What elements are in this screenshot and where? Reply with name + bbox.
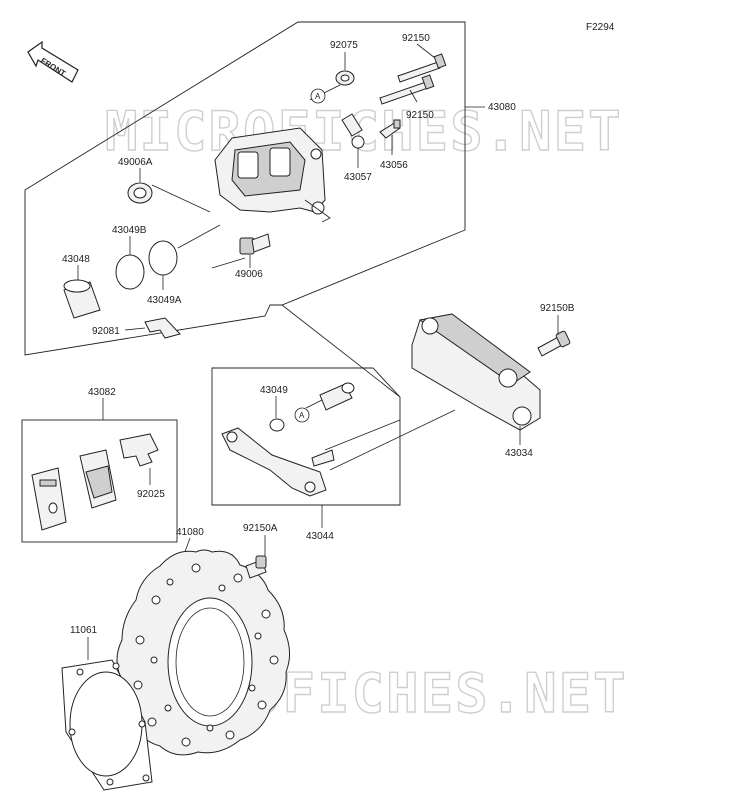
front-arrow-icon: FRONT [27,40,79,83]
seal-43049B [115,254,145,290]
label-49006A: 49006A [118,157,153,168]
diagram-id: F2294 [586,22,615,33]
label-92150A: 92150A [243,523,278,534]
bleeder-43056 [379,119,401,139]
brake-disc-41080 [116,549,290,756]
piston-43048 [63,279,101,319]
boot-92075 [335,70,355,86]
label-43049A: 43049A [147,295,182,306]
caliper-body [214,127,331,223]
callout-a-top: A [310,88,326,104]
label-43080: 43080 [488,102,516,113]
bracket-assembly-box [211,367,401,506]
slide-pin [319,382,355,411]
watermark-top: MICROFICHES.NET [105,100,623,163]
brake-pad-right [79,449,117,509]
svg-text:A: A [299,411,305,420]
gasket-11061 [61,659,153,791]
bracket-43057 [341,113,365,149]
label-92025: 92025 [137,489,165,500]
svg-text:A: A [315,92,321,101]
label-49006: 49006 [235,269,263,280]
label-11061: 11061 [70,625,98,636]
label-92150-mid: 92150 [406,110,434,121]
label-43034: 43034 [505,448,533,459]
leader-lines-caliper [77,43,485,331]
label-43049B: 43049B [112,225,147,236]
label-92150-top: 92150 [402,33,430,44]
bolt-49006 [239,233,271,255]
brake-pad-left [31,467,67,531]
label-43049: 43049 [260,385,288,396]
seal-49006A [127,182,153,204]
label-41080: 41080 [176,527,204,538]
leader-lines-lower [87,304,559,660]
label-92075: 92075 [330,40,358,51]
label-43082: 43082 [88,387,116,398]
label-43056: 43056 [380,160,408,171]
label-43057: 43057 [344,172,372,183]
callout-a-bottom: A [294,407,310,423]
seal-43049A [148,240,178,276]
pin-92150-mid [379,74,435,105]
bolt-92150B [537,330,571,357]
label-92150B: 92150B [540,303,575,314]
label-92081: 92081 [92,326,120,337]
spring-92081 [144,317,181,339]
label-43044: 43044 [306,531,334,542]
pad-assembly-box [21,419,178,543]
bracket-43044 [221,427,335,497]
pin-92150-top [397,53,447,83]
shim-92025 [119,433,159,467]
bolt-92150A [245,555,267,579]
bracket-43034 [411,313,541,431]
label-43048: 43048 [62,254,90,265]
washer-43049 [269,418,285,432]
